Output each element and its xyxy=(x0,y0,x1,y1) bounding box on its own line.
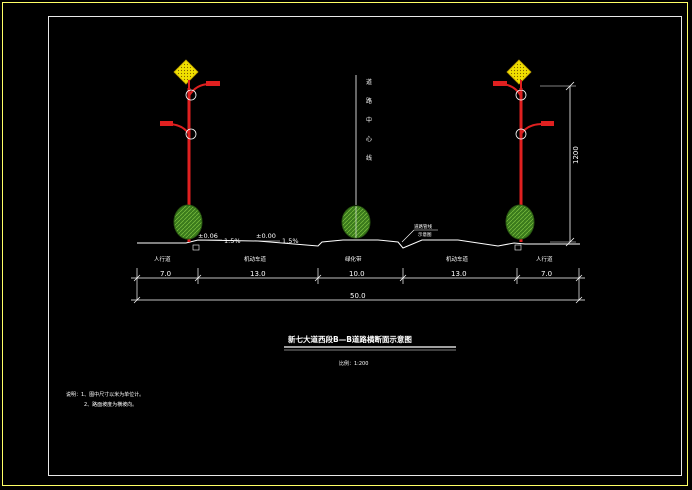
grade-label-elevation-left: ±0.06 xyxy=(198,232,218,240)
grade-label-slope-left: 1.5% xyxy=(224,237,241,245)
road-surface-profile xyxy=(137,239,580,249)
grade-label-elevation-center: ±0.00 xyxy=(256,232,276,240)
curb-marker-right xyxy=(514,244,522,251)
curb-marker-left xyxy=(192,244,200,251)
street-lamp-left xyxy=(160,59,220,242)
tree-left xyxy=(173,204,203,240)
pipe-label-line1: 道路管线 xyxy=(414,223,432,230)
tree-right xyxy=(505,204,535,240)
section-width-carriageway-right: 13.0 xyxy=(451,270,467,278)
drawing-title: 新七大道西段B—B道路横断面示意图 xyxy=(288,334,412,344)
grade-label-slope-right: 1.5% xyxy=(282,237,299,245)
total-dimension-line xyxy=(131,296,585,304)
drawing-outer-frame xyxy=(2,2,688,486)
pipe-label-line2: 示意图 xyxy=(418,231,432,238)
section-label-carriageway-left: 机动车道 xyxy=(244,255,267,263)
section-width-green-belt: 10.0 xyxy=(349,270,365,278)
pipe-annotation xyxy=(401,229,438,243)
note-line-1: 说明：1、图中尺寸以米为单位计。 xyxy=(66,391,144,398)
section-width-sidewalk-left: 7.0 xyxy=(160,270,171,278)
tree-center xyxy=(341,205,371,239)
pole-height-label: 1200 xyxy=(572,146,580,164)
drawing-scale: 比例：1:200 xyxy=(339,360,368,367)
section-dimension-line xyxy=(131,268,585,300)
drawing-inner-frame xyxy=(48,16,682,476)
section-width-sidewalk-right: 7.0 xyxy=(541,270,552,278)
total-width-label: 50.0 xyxy=(350,292,366,300)
section-label-green-belt: 绿化带 xyxy=(345,255,362,263)
section-label-sidewalk-left: 人行道 xyxy=(154,255,171,263)
solar-panel-right xyxy=(506,59,532,85)
pole-height-dimension xyxy=(540,81,576,247)
section-width-carriageway-left: 13.0 xyxy=(250,270,266,278)
note-line-2: 2、路面坡度为横坡向。 xyxy=(84,401,137,408)
section-label-sidewalk-right: 人行道 xyxy=(536,255,553,263)
section-label-carriageway-right: 机动车道 xyxy=(446,255,469,263)
centerline-label: 道路中心线 xyxy=(366,78,372,162)
solar-panel-left xyxy=(173,59,199,85)
